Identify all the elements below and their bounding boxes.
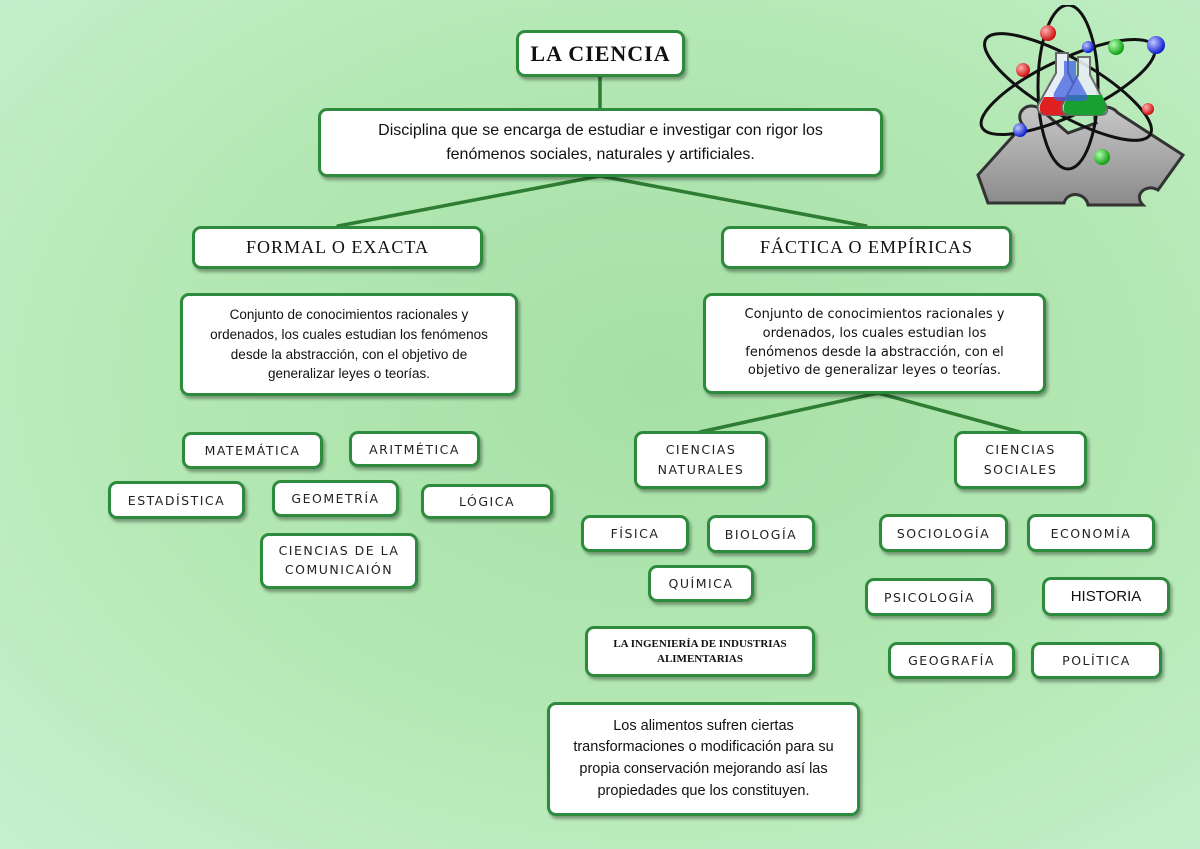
sociales-item-label: PSICOLOGÍA	[883, 589, 975, 605]
factica-label: FÁCTICA O EMPÍRICAS	[759, 237, 974, 257]
sociales-item-label: GEOGRAFÍA	[908, 653, 995, 668]
formal-item-label: ARITMÉTICA	[369, 441, 460, 457]
formal-box: FORMAL O EXACTA	[192, 226, 483, 269]
ingenieria-label: LA INGENIERÍA DE INDUSTRIAS ALIMENTARIAS	[613, 637, 787, 665]
formal-description-text: Conjunto de conocimientos racionales y o…	[210, 307, 488, 382]
sociales-item-label: HISTORIA	[1070, 588, 1142, 605]
formal-item-label: MATEMÁTICA	[204, 443, 301, 458]
formal-item-geometria: GEOMETRÍA	[272, 480, 399, 517]
science-logo-icon	[976, 5, 1186, 207]
ingenieria-description-box: Los alimentos sufren ciertas transformac…	[547, 702, 860, 816]
sociales-box: CIENCIAS SOCIALES	[954, 431, 1087, 489]
formal-item-label: ESTADÍSTICA	[127, 492, 226, 508]
naturales-box: CIENCIAS NATURALES	[634, 431, 768, 489]
sociales-item-geografia: GEOGRAFÍA	[888, 642, 1015, 679]
puzzle-piece-icon	[976, 104, 1186, 207]
factica-description-box: Conjunto de conocimientos racionales y o…	[703, 293, 1046, 394]
naturales-item-quimica: QUÍMICA	[648, 565, 754, 602]
formal-label: FORMAL O EXACTA	[246, 237, 429, 257]
title-text: LA CIENCIA	[530, 40, 671, 66]
sociales-item-label: ECONOMÍA	[1050, 525, 1132, 541]
sociales-item-politica: POLÍTICA	[1031, 642, 1162, 679]
formal-description-box: Conjunto de conocimientos racionales y o…	[180, 293, 518, 396]
formal-item-estadistica: ESTADÍSTICA	[108, 481, 245, 519]
sociales-item-label: POLÍTICA	[1062, 653, 1131, 668]
definition-text: Disciplina que se encarga de estudiar e …	[378, 122, 823, 163]
sociales-label: CIENCIAS SOCIALES	[983, 442, 1058, 477]
naturales-item-label: QUÍMICA	[668, 576, 734, 591]
formal-item-matematica: MATEMÁTICA	[182, 432, 323, 469]
formal-item-logica: LÓGICA	[421, 484, 553, 519]
formal-item-label: CIENCIAS DE LA COMUNICAIÓN	[278, 543, 400, 577]
naturales-label: CIENCIAS NATURALES	[657, 442, 745, 477]
sociales-item-sociologia: SOCIOLOGÍA	[879, 514, 1008, 552]
factica-box: FÁCTICA O EMPÍRICAS	[721, 226, 1012, 269]
ingenieria-box: LA INGENIERÍA DE INDUSTRIAS ALIMENTARIAS	[585, 626, 815, 677]
sociales-item-label: SOCIOLOGÍA	[896, 525, 991, 541]
naturales-item-biologia: BIOLOGÍA	[707, 515, 815, 553]
formal-item-comunicacion: CIENCIAS DE LA COMUNICAIÓN	[260, 533, 418, 589]
sociales-item-economia: ECONOMÍA	[1027, 514, 1155, 552]
naturales-item-label: BIOLOGÍA	[724, 526, 798, 542]
sociales-item-psicologia: PSICOLOGÍA	[865, 578, 994, 616]
formal-item-label: LÓGICA	[458, 494, 515, 509]
ingenieria-description-text: Los alimentos sufren ciertas transformac…	[573, 717, 834, 799]
naturales-item-fisica: FÍSICA	[581, 515, 689, 552]
formal-item-aritmetica: ARITMÉTICA	[349, 431, 480, 467]
sociales-item-historia: HISTORIA	[1042, 577, 1170, 616]
naturales-item-label: FÍSICA	[610, 526, 660, 541]
flasks-icon	[1036, 52, 1109, 116]
factica-description-text: Conjunto de conocimientos racionales y o…	[744, 306, 1005, 379]
formal-item-label: GEOMETRÍA	[291, 491, 380, 506]
definition-box: Disciplina que se encarga de estudiar e …	[318, 108, 883, 177]
title-box: LA CIENCIA	[516, 30, 685, 77]
